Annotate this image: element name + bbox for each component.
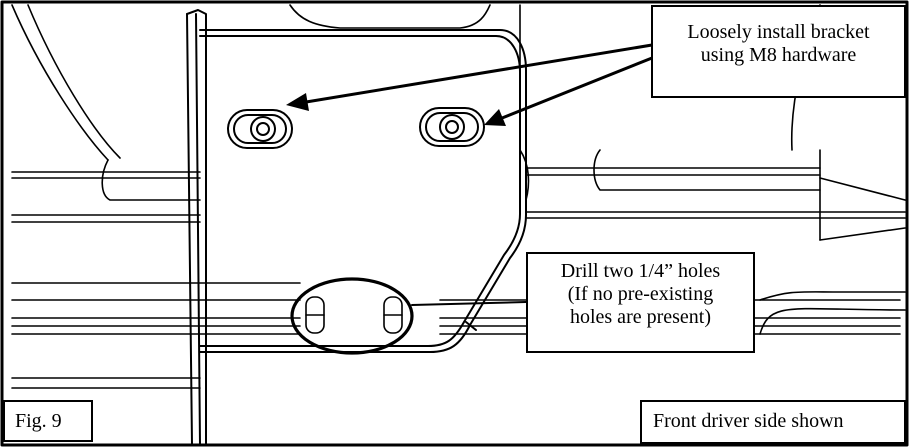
vertical-strap: [186, 9, 207, 446]
bracket-plate: [199, 29, 527, 353]
frame-rail-lines: [11, 149, 906, 241]
drill-hole-marker: [290, 277, 414, 355]
slotted-hole-right: [419, 107, 485, 147]
callout-drill-line-3: holes are present): [569, 306, 712, 328]
callout-bracket-line-2: using M8 hardware: [700, 44, 857, 66]
figure-number-label: Fig. 9: [3, 400, 93, 442]
callout-drill-holes: Drill two 1/4” holes (If no pre-existing…: [526, 252, 755, 353]
slotted-hole-left: [227, 109, 293, 149]
callout-install-bracket: Loosely install bracket using M8 hardwar…: [651, 5, 906, 98]
callout-drill-line-1: Drill two 1/4” holes: [560, 260, 721, 282]
bracket-arrows: [298, 43, 654, 122]
lower-rail-lines: [11, 282, 906, 389]
callout-drill-line-2: (If no pre-existing: [567, 283, 714, 305]
callout-bracket-line-1: Loosely install bracket: [687, 21, 870, 43]
view-caption-label: Front driver side shown: [640, 400, 906, 444]
arrowheads: [286, 93, 506, 126]
drill-leader-line: [411, 301, 527, 306]
